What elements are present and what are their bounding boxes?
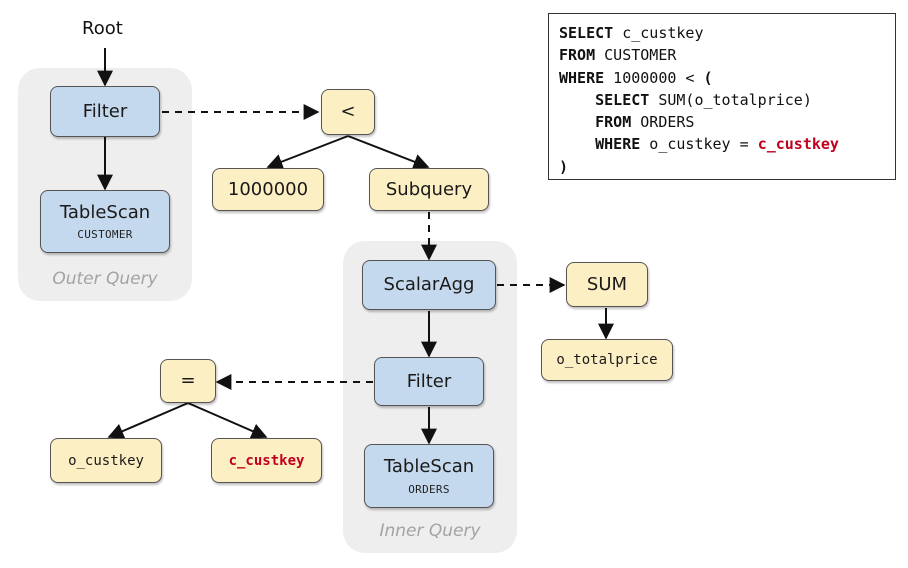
equals-label: = <box>180 370 196 392</box>
sql-text: ORDERS <box>631 113 695 132</box>
c-custkey-node: c_custkey <box>211 438 322 483</box>
sql-line: ) <box>559 156 895 178</box>
inner-tablescan-node: TableScan ORDERS <box>364 444 494 508</box>
outer-tablescan-label: TableScan <box>59 201 151 223</box>
sum-label: SUM <box>586 273 628 295</box>
sql-query-box: SELECT c_custkey FROM CUSTOMER WHERE 100… <box>548 13 896 180</box>
less-than-node: < <box>321 89 375 135</box>
sql-keyword: WHERE <box>559 68 605 87</box>
sql-keyword: WHERE <box>595 135 641 154</box>
sql-text: o_custkey = <box>640 135 758 154</box>
sql-paren: ) <box>559 157 569 176</box>
totalprice-node: o_totalprice <box>541 339 673 381</box>
scalaragg-label: ScalarAgg <box>383 274 475 296</box>
sql-keyword: SELECT <box>595 90 650 109</box>
outer-tablescan-node: TableScan CUSTOMER <box>40 190 170 253</box>
sql-text: c_custkey <box>613 24 704 42</box>
outer-filter-node: Filter <box>50 86 160 137</box>
subquery-node: Subquery <box>369 168 489 211</box>
sql-line: WHERE 1000000 < ( <box>559 67 895 89</box>
c-custkey-label: c_custkey <box>228 452 305 469</box>
sql-line: SELECT c_custkey <box>559 22 895 44</box>
inner-tablescan-label: TableScan <box>383 456 475 478</box>
outer-query-label: Outer Query <box>52 269 158 289</box>
sql-line: FROM CUSTOMER <box>559 44 895 66</box>
less-than-label: < <box>340 101 356 123</box>
sql-text: CUSTOMER <box>595 46 677 65</box>
sql-line: FROM ORDERS <box>559 111 895 133</box>
root-label: Root <box>82 18 123 39</box>
subquery-label: Subquery <box>385 178 473 200</box>
sql-indent <box>559 91 595 109</box>
outer-filter-label: Filter <box>82 100 128 122</box>
sum-node: SUM <box>566 262 648 307</box>
inner-query-label: Inner Query <box>379 521 481 541</box>
edge-lt-subquery <box>347 135 430 170</box>
inner-filter-node: Filter <box>374 357 484 406</box>
sql-keyword: SELECT <box>559 24 614 42</box>
inner-filter-label: Filter <box>406 370 452 392</box>
sql-highlight: c_custkey <box>757 135 839 154</box>
sql-text: 1000000 < <box>604 68 704 87</box>
sql-line: SELECT SUM(o_totalprice) <box>559 89 895 111</box>
o-custkey-label: o_custkey <box>68 452 144 469</box>
constant-node: 1000000 <box>212 168 324 211</box>
o-custkey-node: o_custkey <box>50 438 162 483</box>
outer-tablescan-table: CUSTOMER <box>77 228 133 242</box>
sql-text: SUM(o_totalprice) <box>649 90 812 109</box>
sql-indent <box>559 113 595 131</box>
totalprice-label: o_totalprice <box>556 352 658 368</box>
edge-eq-ocustkey <box>107 402 189 439</box>
edge-lt-const <box>266 135 349 170</box>
edge-eq-ccustkey <box>187 402 268 439</box>
sql-indent <box>559 135 595 153</box>
equals-node: = <box>160 359 216 403</box>
inner-tablescan-table: ORDERS <box>408 482 450 496</box>
sql-line: WHERE o_custkey = c_custkey <box>559 133 895 155</box>
sql-keyword: FROM <box>559 46 596 65</box>
constant-label: 1000000 <box>227 178 309 200</box>
sql-paren: ( <box>703 68 713 87</box>
sql-keyword: FROM <box>595 113 632 132</box>
scalaragg-node: ScalarAgg <box>362 260 496 310</box>
